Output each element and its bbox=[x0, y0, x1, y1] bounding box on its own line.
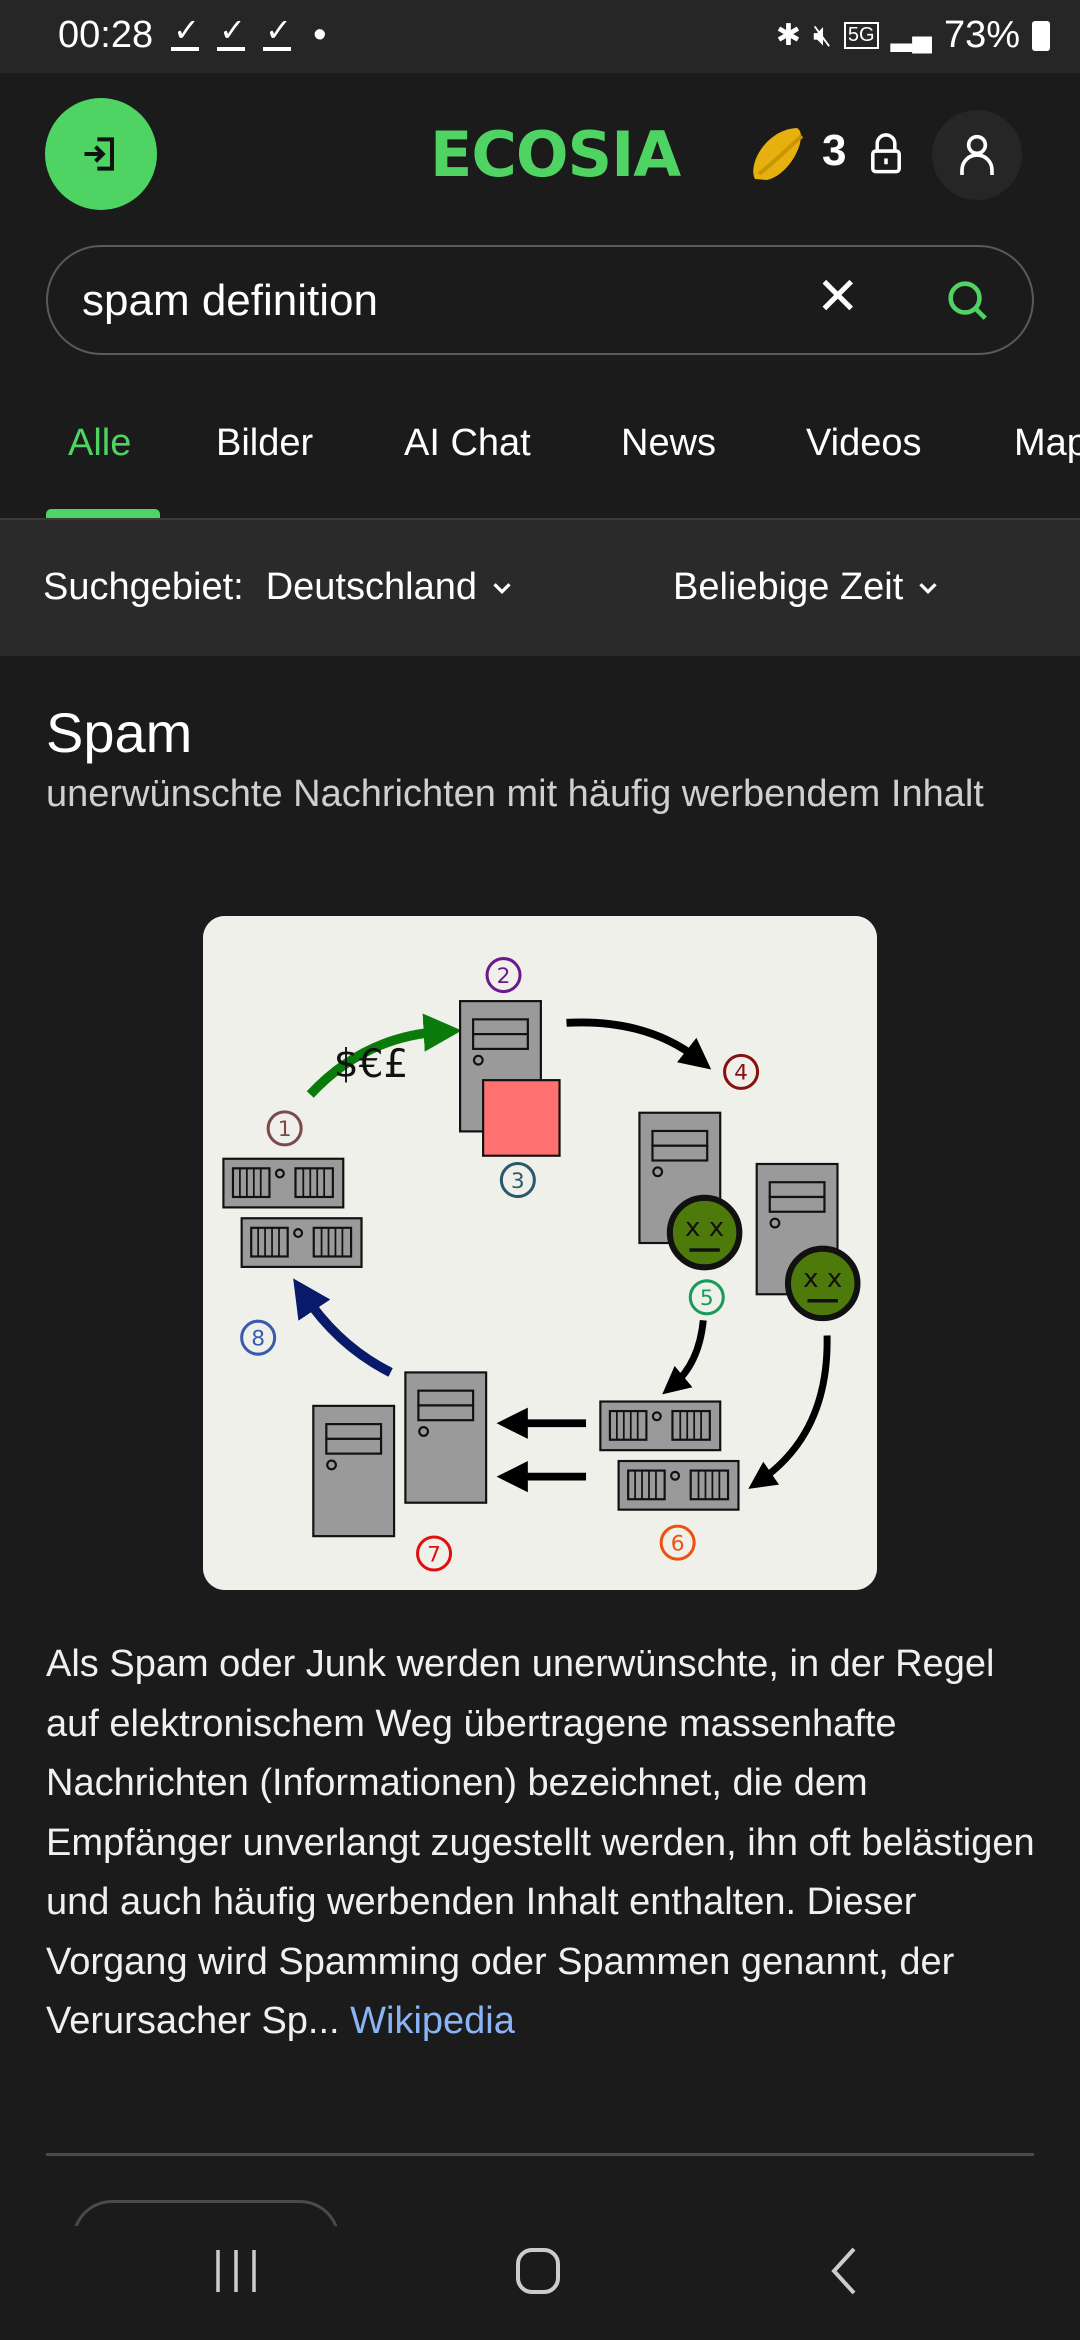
time-value: Beliebige Zeit bbox=[673, 566, 904, 608]
lock-icon bbox=[871, 133, 901, 174]
step-5-label: 5 bbox=[700, 1286, 714, 1311]
description-text: Als Spam oder Junk werden unerwünschte, … bbox=[46, 1643, 1035, 2042]
check-icon bbox=[171, 11, 200, 51]
ecosia-logo[interactable]: ECOSIA bbox=[430, 118, 681, 191]
step-8-label: 8 bbox=[251, 1327, 265, 1352]
tab-bilder[interactable]: Bilder bbox=[216, 422, 314, 464]
status-bar: 00:28• ✱ 🔇︎ 5G ▂▄ 73% bbox=[0, 0, 1080, 73]
active-tab-indicator bbox=[46, 509, 160, 519]
battery-percent: 73% bbox=[943, 14, 1020, 56]
sign-in-icon bbox=[84, 137, 115, 171]
region-value: Deutschland bbox=[265, 566, 477, 608]
signal-icon: ▂▄ bbox=[890, 20, 932, 51]
spam-diagram-image[interactable]: x x $€£ 1 2 3 4 5 6 7 8 bbox=[203, 916, 877, 1590]
tab-maps[interactable]: Maps bbox=[1014, 422, 1080, 464]
mute-icon: 🔇︎ bbox=[812, 18, 832, 52]
tab-videos[interactable]: Videos bbox=[806, 422, 922, 464]
region-filter[interactable]: Suchgebiet: Deutschland bbox=[43, 566, 517, 609]
search-icon[interactable] bbox=[944, 277, 990, 323]
clear-search-icon[interactable]: ✕ bbox=[816, 268, 860, 326]
network-label: 5G bbox=[843, 22, 879, 49]
search-input[interactable]: spam definition bbox=[82, 276, 378, 325]
recent-apps-icon[interactable] bbox=[214, 2246, 258, 2296]
step-3-label: 3 bbox=[511, 1169, 525, 1194]
step-4-label: 4 bbox=[734, 1061, 748, 1086]
step-1-label: 1 bbox=[278, 1117, 292, 1142]
bluetooth-icon: ✱ bbox=[775, 19, 801, 52]
step-2-label: 2 bbox=[497, 964, 511, 989]
time-filter[interactable]: Beliebige Zeit bbox=[673, 566, 943, 609]
chevron-down-icon bbox=[493, 582, 511, 594]
sign-in-button[interactable] bbox=[45, 98, 157, 210]
tree-count: 3 bbox=[822, 126, 847, 175]
chevron-down-icon bbox=[919, 582, 937, 594]
money-label: $€£ bbox=[334, 1042, 409, 1087]
knowledge-description: Als Spam oder Junk werden unerwünschte, … bbox=[46, 1635, 1046, 2052]
search-tabs: Alle Bilder AI Chat News Videos Maps bbox=[0, 420, 1080, 519]
divider bbox=[0, 518, 1080, 520]
knowledge-subtitle: unerwünschte Nachrichten mit häufig werb… bbox=[46, 773, 984, 815]
status-time: 00:28• bbox=[58, 11, 327, 57]
tab-alle[interactable]: Alle bbox=[68, 422, 132, 464]
seed-icon[interactable] bbox=[746, 124, 808, 184]
region-label: Suchgebiet: bbox=[43, 566, 244, 608]
home-icon[interactable] bbox=[514, 2246, 562, 2296]
status-icons: ✱ 🔇︎ 5G ▂▄ 73% bbox=[776, 14, 1050, 57]
divider bbox=[46, 2153, 1034, 2156]
dot-icon: • bbox=[313, 14, 327, 56]
filter-bar: Suchgebiet: Deutschland Beliebige Zeit bbox=[0, 520, 1080, 656]
battery-icon bbox=[1032, 20, 1050, 51]
tab-ai-chat[interactable]: AI Chat bbox=[404, 422, 531, 464]
check-icon bbox=[263, 11, 292, 51]
tab-news[interactable]: News bbox=[621, 422, 717, 464]
back-icon[interactable] bbox=[826, 2246, 860, 2296]
step-6-label: 6 bbox=[671, 1531, 685, 1556]
knowledge-title: Spam bbox=[46, 701, 193, 764]
navigation-bar bbox=[0, 2226, 1080, 2340]
profile-button[interactable] bbox=[932, 110, 1022, 200]
user-icon bbox=[960, 134, 994, 175]
check-icon bbox=[217, 11, 246, 51]
search-bar[interactable]: spam definition ✕ bbox=[46, 245, 1034, 355]
step-7-label: 7 bbox=[427, 1542, 441, 1567]
wikipedia-link[interactable]: Wikipedia bbox=[350, 2000, 515, 2042]
